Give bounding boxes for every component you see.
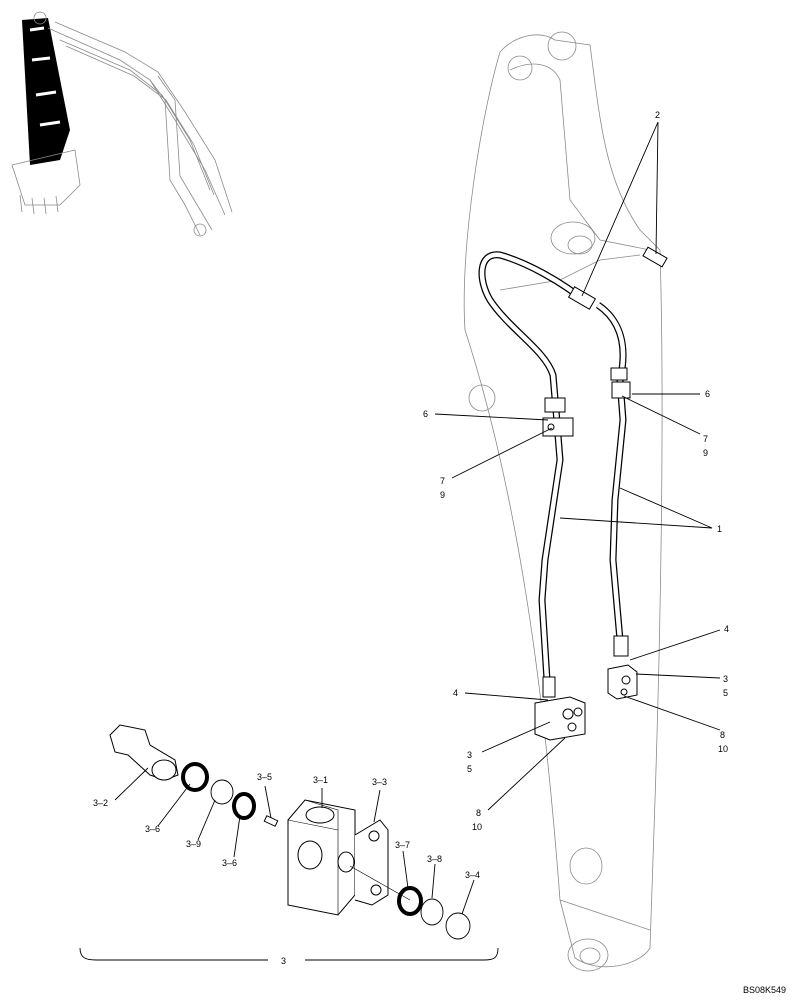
hose-end-right [613,635,629,657]
callout-7-right: 7 [703,434,708,444]
callout-labels: 2 6 6 7 9 7 9 1 4 4 3 5 8 10 3 5 8 10 3–… [93,110,786,995]
callout-8-left: 8 [476,808,481,818]
callout-4-left: 4 [453,688,458,698]
callout-3-2: 3–2 [93,798,108,808]
clamp-block-left [542,417,574,437]
hose-end-left [542,676,556,698]
callout-assembly-3: 3 [281,956,286,966]
caps [567,246,668,310]
excavator-thumbnail [11,11,233,237]
callout-4-right: 4 [724,624,729,634]
figure-code: BS08K549 [743,985,786,995]
callout-5-right: 5 [723,688,728,698]
callout-3-6a: 3–6 [145,824,160,834]
callout-8-right: 8 [720,730,725,740]
callout-3-8: 3–8 [427,854,442,864]
oring-3-7 [397,886,423,916]
pin-3-5 [263,815,279,827]
clamp-blocks [542,381,631,437]
valve-block-left [534,696,586,741]
callout-7-left: 7 [440,476,445,486]
callout-3-9: 3–9 [186,839,201,849]
callout-10-left: 10 [472,822,482,832]
callout-1: 1 [717,524,722,534]
oring-3-6b [232,792,256,820]
oring-3-6a [181,762,209,792]
bracket-3-3 [354,819,389,906]
callout-6-right: 6 [705,389,710,399]
ring-3-8 [420,898,444,926]
clamp-block-right [611,381,631,399]
ring-3-9 [210,779,234,805]
callout-3-6b: 3–6 [222,858,237,868]
callout-10-right: 10 [718,744,728,754]
hose-fitting-right [610,367,628,381]
callout-3-3: 3–3 [372,777,387,787]
callout-3-left: 3 [467,750,472,760]
hose-fitting-left [544,397,566,413]
arm-outline [463,31,663,972]
callout-3-4: 3–4 [465,870,480,880]
valve-blocks-on-arm [534,664,638,741]
callout-3-1: 3–1 [313,775,328,785]
callout-5-left: 5 [467,764,472,774]
hydraulic-line-left [478,251,593,698]
callout-3-7: 3–7 [395,840,410,850]
assembly-bracket [79,947,499,961]
leader-lines [114,121,721,915]
callout-3-right: 3 [723,674,728,684]
callout-3-5: 3–5 [257,772,272,782]
callout-6-left: 6 [423,409,428,419]
callout-9-right: 9 [703,448,708,458]
callout-9-left: 9 [440,490,445,500]
snap-ring-3-4 [445,912,471,940]
hydraulic-line-right [595,302,629,657]
valve-assembly-exploded [109,724,471,940]
callout-2: 2 [655,110,660,120]
